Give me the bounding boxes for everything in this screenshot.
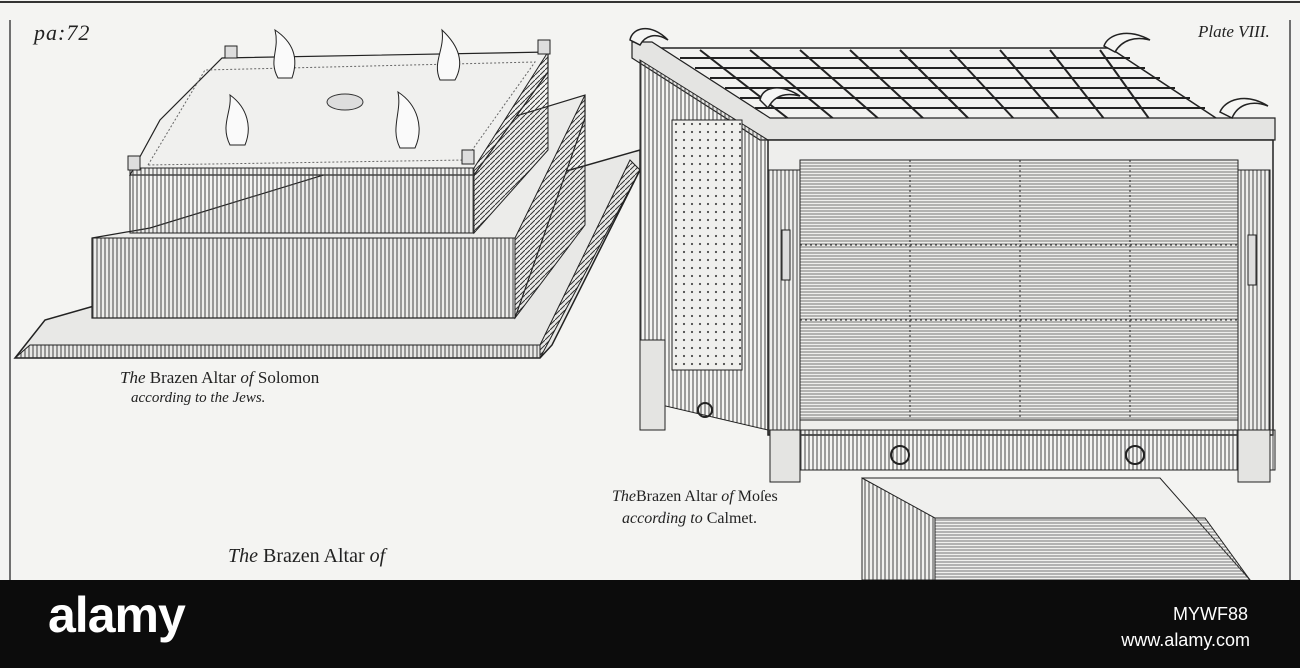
caption-solomon-name: Solomon: [257, 368, 320, 387]
caption-solomon-main: Brazen Altar: [149, 368, 237, 387]
caption-moses-prefix: The: [612, 488, 636, 505]
caption-partial-of: of: [369, 545, 386, 567]
watermark-banner: [0, 580, 1300, 668]
caption-solomon-line2: according to the Jews.: [131, 390, 266, 406]
image-id: MYWF88: [1172, 604, 1248, 624]
engraving-illustration: [0, 1, 1300, 580]
alamy-logo: alamy: [48, 587, 186, 643]
solomon-altar: [13, 28, 641, 359]
caption-solomon-line1: The Brazen Altar of Solomon: [120, 368, 319, 388]
caption-moses-line1: TheBrazen Altar of Moſes: [612, 488, 778, 506]
moses-altar: [629, 28, 1276, 580]
caption-solomon-of: of: [240, 368, 254, 387]
caption-partial: The Brazen Altar of: [228, 545, 385, 568]
engraving-plate: pa:72 Plate VIII. The Brazen Altar of So…: [0, 0, 1300, 580]
caption-moses-line2: according to Calmet.: [622, 510, 757, 528]
caption-moses-according: according to: [622, 510, 703, 527]
page-reference: pa:72: [34, 20, 91, 45]
caption-moses-main: Brazen Altar: [636, 488, 718, 505]
caption-moses-calmet: Calmet.: [706, 510, 757, 527]
plate-number: Plate VIII.: [1198, 22, 1270, 41]
caption-partial-main: Brazen Altar: [263, 545, 365, 567]
site-url: www.alamy.com: [1121, 630, 1250, 650]
caption-moses-name: Moſes: [737, 488, 778, 505]
caption-solomon-prefix: The: [120, 368, 146, 387]
caption-moses-of: of: [721, 488, 734, 505]
caption-partial-prefix: The: [228, 545, 258, 567]
